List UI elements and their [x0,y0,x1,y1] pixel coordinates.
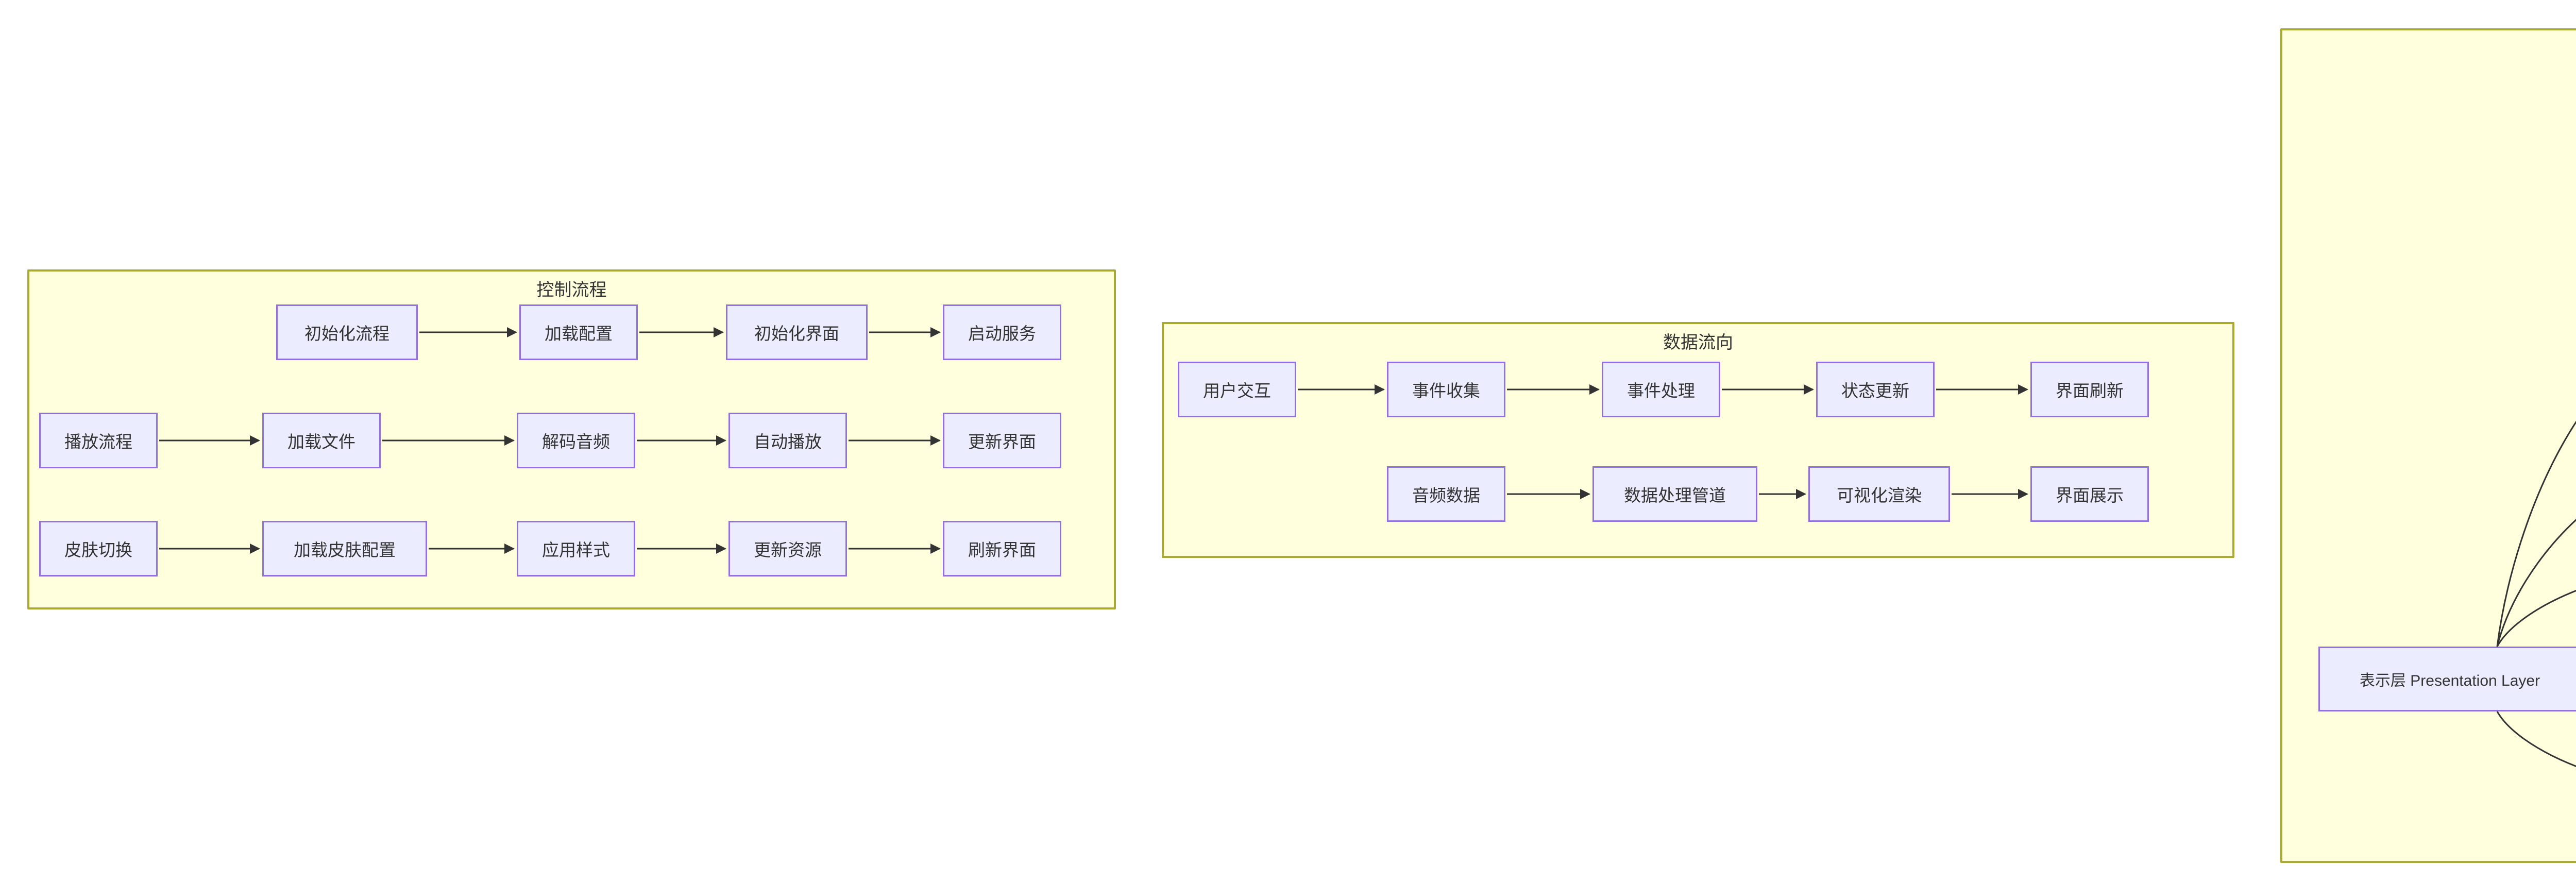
panel-arch: 分层架构设计 [2280,28,2576,863]
panel-title-arch: 分层架构设计 [2282,35,2576,60]
node-user_interact: 用户交互 [1178,362,1296,417]
node-update_res: 更新资源 [728,521,847,576]
node-play_flow: 播放流程 [39,413,158,468]
node-event_collect: 事件收集 [1387,362,1505,417]
node-vis_render: 可视化渲染 [1808,466,1950,522]
node-load_config: 加载配置 [519,304,638,360]
node-load_skin: 加载皮肤配置 [262,521,427,576]
panel-dataflow: 数据流向 [1162,322,2234,558]
node-skin_switch: 皮肤切换 [39,521,158,576]
node-ui_display: 界面展示 [2030,466,2149,522]
node-init_flow: 初始化流程 [276,304,418,360]
node-update_ui: 更新界面 [943,413,1061,468]
node-event_process: 事件处理 [1602,362,1720,417]
panel-title-control: 控制流程 [536,280,607,300]
node-data_pipeline: 数据处理管道 [1592,466,1757,522]
node-apply_style: 应用样式 [517,521,635,576]
node-presentation: 表示层 Presentation Layer [2318,647,2576,711]
node-ui_refresh: 界面刷新 [2030,362,2149,417]
node-load_file: 加载文件 [262,413,381,468]
node-decode_audio: 解码音频 [517,413,635,468]
node-auto_play: 自动播放 [728,413,847,468]
node-start_service: 启动服务 [943,304,1061,360]
node-init_ui: 初始化界面 [726,304,868,360]
node-audio_data: 音频数据 [1387,466,1505,522]
node-refresh_ui: 刷新界面 [943,521,1061,576]
node-state_update: 状态更新 [1816,362,1935,417]
panel-title-dataflow: 数据流向 [1663,333,1733,352]
